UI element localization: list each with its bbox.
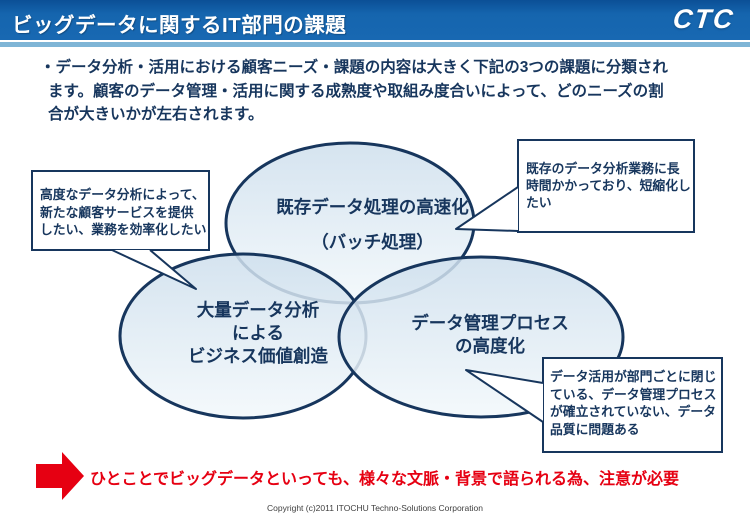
intro-line-3: 合が大きいかが左右されます。 <box>48 106 264 123</box>
venn-left-label-line2: による <box>232 323 284 343</box>
callout-top-right-line1: 既存のデータ分析業務に長 <box>526 161 680 176</box>
venn-left-label-line3: ビジネス価値創造 <box>188 346 328 366</box>
callout-bottom-right-text: データ活用が部門ごとに閉じ ている、データ管理プロセス が確立されていない、デー… <box>550 368 716 438</box>
callout-top-right-tail <box>455 186 519 232</box>
callout-bottom-right-box <box>542 357 723 453</box>
callout-bottom-right-line4: 品質に問題ある <box>550 421 640 437</box>
callout-left-box <box>31 170 210 251</box>
header-bar: ビッグデータに関するIT部門の課題 CTC <box>0 0 750 40</box>
venn-right-label-line1: データ管理プロセス <box>411 313 569 333</box>
callout-bottom-right-tail <box>465 369 544 423</box>
callout-left-text: 高度なデータ分析によって、 新たな顧客サービスを提供 したい、業務を効率化したい <box>40 186 206 239</box>
copyright-text: Copyright (c)2011 ITOCHU Techno-Solution… <box>267 503 483 513</box>
callout-top-right-text: 既存のデータ分析業務に長 時間かかっており、短縮化し たい <box>526 161 691 211</box>
venn-left-label: 大量データ分析 による ビジネス価値創造 <box>138 299 378 368</box>
venn-top-label-line2: （バッチ処理） <box>311 232 434 252</box>
venn-top-label: 既存データ処理の高速化 （バッチ処理） <box>250 197 495 252</box>
header-underline <box>0 42 750 47</box>
callout-left-line3: したい、業務を効率化したい <box>40 222 207 237</box>
intro-line-2: ます。顧客のデータ管理・活用に関する成熟度や取組み度合いによって、どのニーズの割 <box>48 82 664 100</box>
venn-right-label: データ管理プロセス の高度化 <box>370 312 610 358</box>
intro-paragraph: ・データ分析・活用における顧客ニーズ・課題の内容は大きく下記の3つの課題に分類さ… <box>40 56 730 127</box>
intro-line-1: ・データ分析・活用における顧客ニーズ・課題の内容は大きく下記の3つの課題に分類さ… <box>40 59 668 76</box>
page-title: ビッグデータに関するIT部門の課題 <box>12 14 347 37</box>
right-arrow-icon <box>36 452 84 500</box>
venn-left-label-line1: 大量データ分析 <box>196 300 320 320</box>
callout-left-tail <box>111 249 197 290</box>
callout-top-right-box <box>517 139 695 233</box>
callout-left-line2: 新たな顧客サービスを提供 <box>40 204 194 220</box>
callout-top-right-line3: たい <box>526 194 552 210</box>
venn-top-label-line1: 既存データ処理の高速化 <box>276 197 469 217</box>
callout-bottom-right-line3: が確立されていない、データ <box>550 404 716 419</box>
callout-bottom-right-line1: データ活用が部門ごとに閉じ <box>550 369 717 384</box>
venn-right-label-line2: の高度化 <box>455 336 525 356</box>
conclusion-text: ひとことでビッグデータといっても、様々な文脈・背景で語られる為、注意が必要 <box>90 471 679 488</box>
callout-bottom-right-line2: ている、データ管理プロセス <box>550 386 717 402</box>
callout-left-line1: 高度なデータ分析によって、 <box>40 187 205 202</box>
callout-top-right-line2: 時間かかっており、短縮化し <box>526 177 691 193</box>
